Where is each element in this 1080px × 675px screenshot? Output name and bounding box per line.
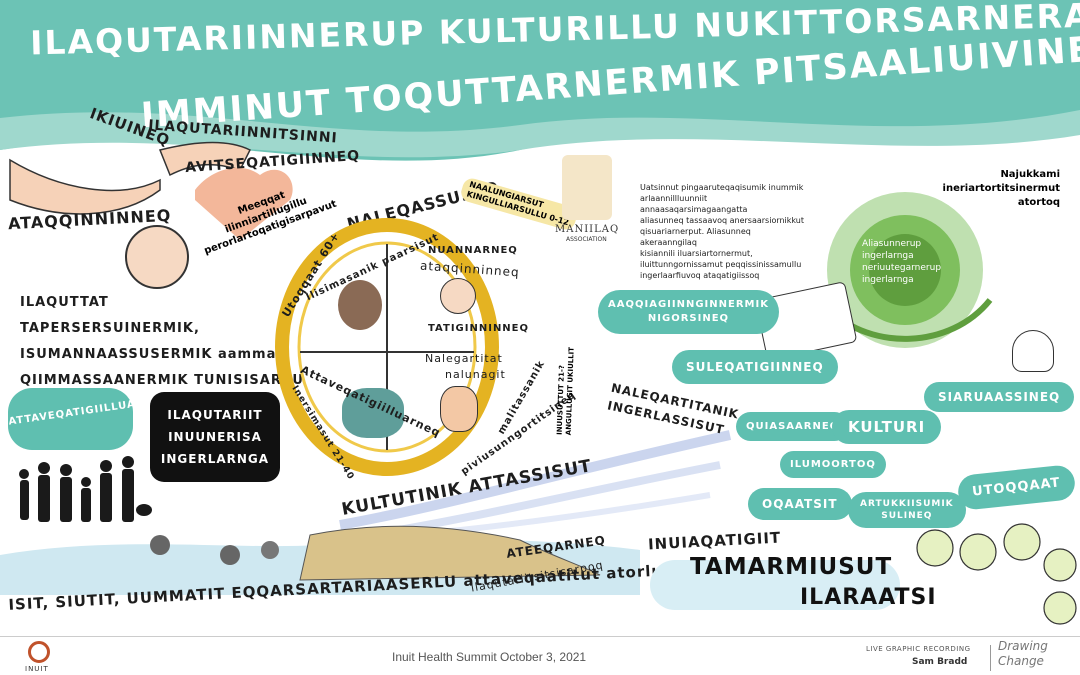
smiley-faces — [916, 523, 1077, 625]
ilaquttat-line: TAPERSERSUINERMIK, — [20, 321, 200, 336]
child-face-illustration — [125, 225, 189, 289]
aaqqiagiinning-pill: AAQQIAGIINNGINNERMIK NIGORSINEQ — [598, 290, 779, 334]
oqaatsit-pill: OQAATSIT — [748, 488, 852, 520]
aaqqiagiinning-line: AAQQIAGIINNGINNERMIK — [608, 299, 769, 310]
aliasunnerup-label: Aliasunnerup ingerlarnga neriuutegarneru… — [862, 238, 941, 286]
inuit-logo-text: INUIT — [25, 665, 49, 673]
aliasunnerup-line: neriuutegarnerup — [862, 263, 942, 273]
brand-line: Change — [998, 654, 1044, 668]
utoqqaat-pill: UTOQQAAT — [956, 464, 1077, 511]
tatiginninneq-label: TATIGINNINNEQ — [428, 323, 530, 334]
inuit-logo-icon — [28, 641, 50, 663]
aliasunnerup-line: ingerlarnga — [862, 275, 914, 285]
grief-spiral-illustration — [827, 192, 993, 348]
maniilaq-logo-name: MANIILAQ — [555, 224, 620, 235]
shovel-illustration — [1012, 330, 1054, 372]
suleqatigiinneq-pill: SULEQATIGIINNEQ — [672, 350, 838, 384]
family-box-line: INUUNERISA — [168, 430, 262, 444]
title-banner — [0, 0, 1080, 161]
siaruaassineq-pill: SIARUAASSINEQ — [924, 382, 1075, 412]
quiasaarneq-pill: QUIASAARNEQ — [736, 412, 850, 441]
najukkami-line: Najukkami — [1000, 169, 1060, 180]
footer-divider — [990, 645, 991, 671]
nalegartitat-label: Nalegartitat — [425, 352, 503, 365]
ilaquttat-line: ISUMANNAASSUSERMIK aamma — [20, 347, 277, 362]
maniilaq-logo-sub: ASSOCIATION — [566, 236, 607, 243]
adults-portrait — [342, 388, 404, 438]
nalunagit-label: nalunagit — [445, 368, 506, 381]
ilaraatsi-label: ILARAATSI — [800, 585, 937, 610]
artukkiisumik-line: ARTUKKIISUMIK — [860, 499, 954, 509]
event-caption: Inuit Health Summit October 3, 2021 — [392, 650, 587, 664]
footer-bar: INUIT Inuit Health Summit October 3, 202… — [0, 636, 1080, 675]
elder-portrait — [338, 280, 382, 330]
tamarmiusut-label: TAMARMIUSUT — [690, 554, 893, 580]
aaqqiagiinning-line: NIGORSINEQ — [647, 313, 730, 324]
community-water-shape — [650, 560, 900, 610]
family-life-box: ILAQUTARIIT INUUNERISA INGERLARNGA — [150, 392, 280, 482]
najukkami-label: Najukkami ineriartortitsinermut atortoq — [910, 168, 1060, 210]
family-box-line: INGERLARNGA — [160, 452, 270, 466]
artukkiisumik-line: SULINEQ — [881, 511, 933, 521]
ilaquttat-line: QIIMMASSAANERMIK TUNISISARPUT — [20, 373, 314, 388]
ilaquttat-line: ILAQUTTAT — [20, 295, 109, 310]
ilumoortoq-pill: ILUMOORTOQ — [780, 451, 886, 478]
hands-illustration — [9, 141, 293, 240]
najukkami-line: atortoq — [1017, 197, 1060, 208]
paragraph-line: aliasunneq tassaavoq anersaarsiornikkut — [640, 216, 804, 225]
paragraph-line: kisiannili iluarsiartornermut, — [640, 249, 753, 258]
najukkami-line: ineriartortitsinermut — [942, 183, 1060, 194]
ilaquttat-text: ILAQUTTAT TAPERSERSUINERMIK, ISUMANNAASS… — [20, 290, 314, 394]
aliasunnerup-line: ingerlarnga — [862, 251, 914, 261]
paragraph-line: qisuariarnerput. Aliasunneq akeraanngila… — [640, 227, 751, 247]
paragraph-line: iluittunngornissamut peqqissinissamullu — [640, 260, 802, 269]
attaveqatigiilluarneq-bubble — [8, 388, 133, 450]
artukkiisumik-pill: ARTUKKIISUMIK SULINEQ — [848, 492, 966, 528]
family-silhouette — [19, 456, 152, 522]
paragraph-line: ingerlaarfiuvoq ataqatigiissoq — [640, 271, 760, 280]
grief-paragraph: Uatsinnut pingaaruteqaqisumik inummik ar… — [640, 182, 810, 281]
landscape-illustration — [0, 525, 640, 595]
youth-portrait — [440, 386, 478, 432]
artist-name: Sam Bradd — [912, 657, 968, 667]
recording-label: LIVE GRAPHIC RECORDING — [866, 645, 971, 653]
family-box-line: ILAQUTARIIT — [167, 408, 263, 422]
brand-line: Drawing — [998, 639, 1048, 653]
maniilaq-logo-image — [562, 155, 612, 220]
nuannarneq-label: NUANNARNEQ — [428, 245, 518, 256]
kulturi-pill: KULTURI — [832, 410, 942, 444]
paragraph-line: arlaannillluunniit annaasaqarsimagaangat… — [640, 194, 748, 214]
brand-mark: Drawing Change — [998, 639, 1048, 669]
paragraph-line: Uatsinnut pingaaruteqaqisumik inummik — [640, 183, 804, 192]
baby-portrait — [440, 278, 476, 314]
aliasunnerup-line: Aliasunnerup — [862, 239, 922, 249]
